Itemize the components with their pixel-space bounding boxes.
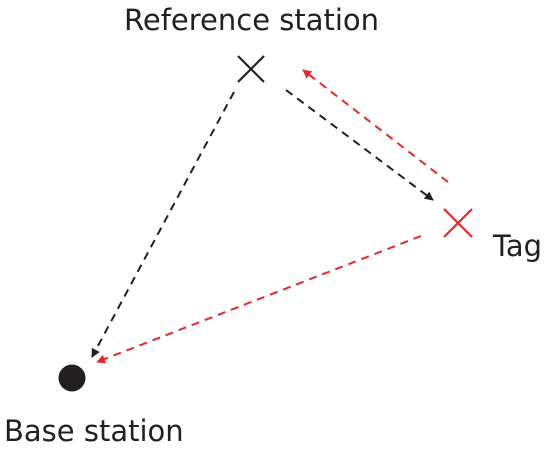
reference-station-label: Reference station (124, 3, 380, 37)
arrow-reference-to-base (91, 91, 235, 358)
arrow-tag-to-base (96, 235, 422, 364)
tag-label: Tag (493, 229, 543, 263)
arrow-reference-to-tag (285, 89, 434, 201)
arrow-tag-to-reference (302, 69, 449, 183)
base-station-circle-icon (58, 364, 86, 392)
reference-station-x-mark-icon (237, 55, 265, 83)
tag-x-mark-icon (443, 208, 473, 238)
base-station-label: Base station (4, 414, 184, 448)
